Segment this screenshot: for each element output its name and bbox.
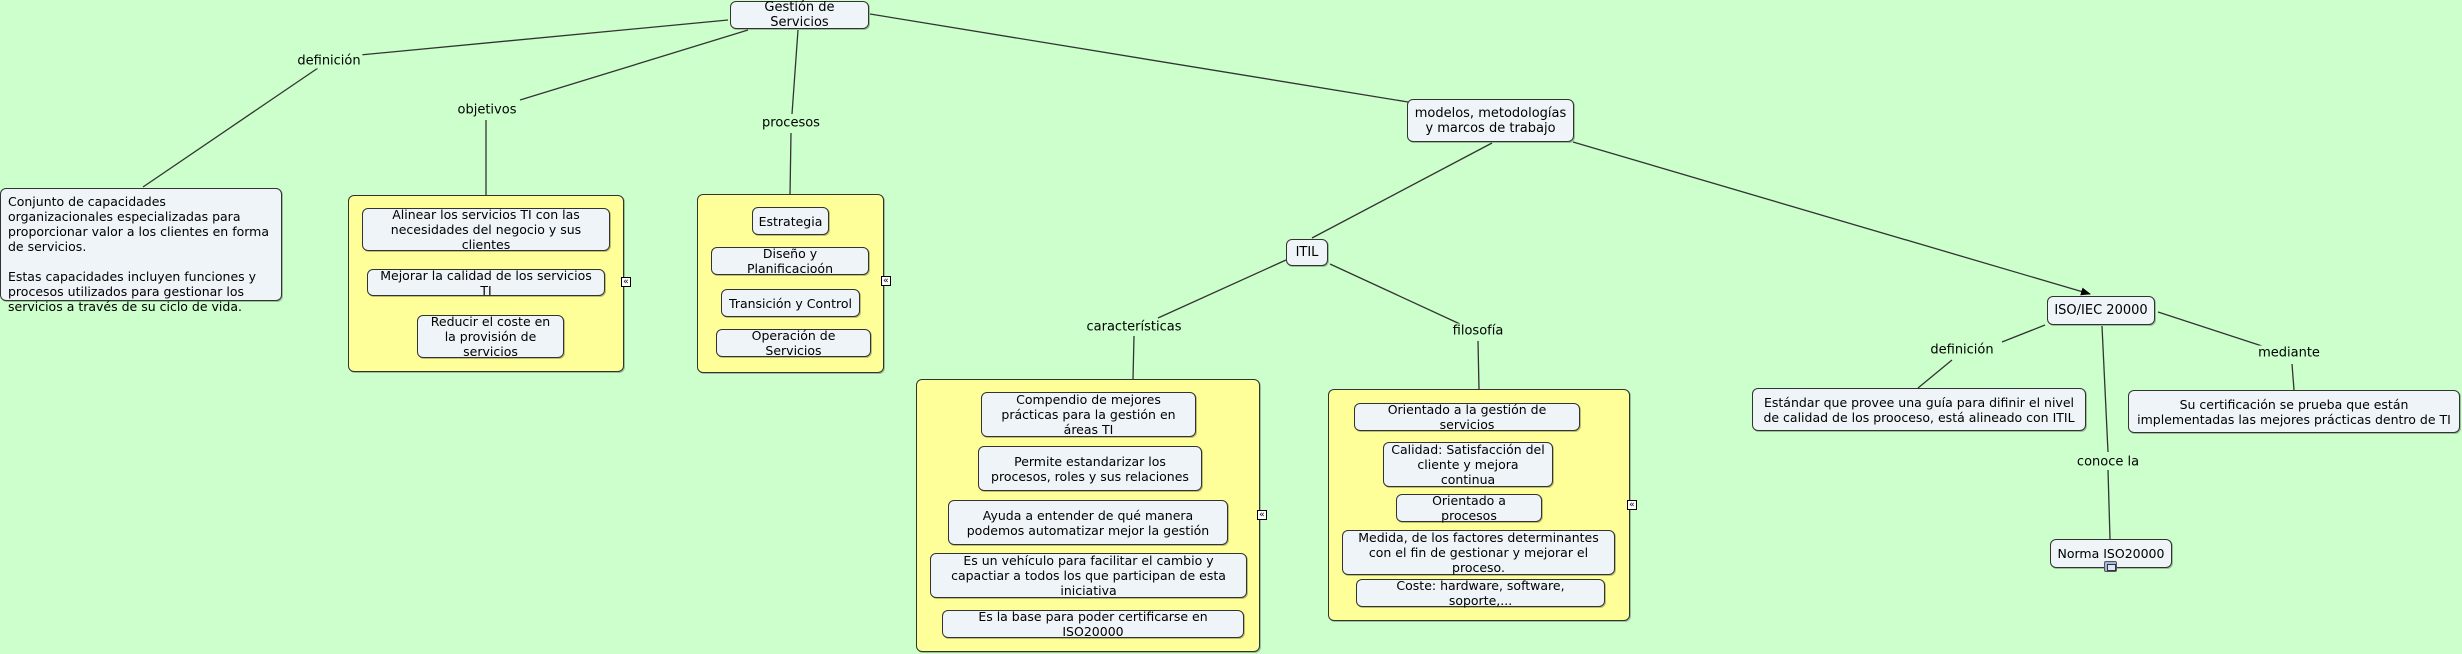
link-root-definicion — [359, 19, 729, 56]
itil-node[interactable]: ITIL — [1286, 239, 1328, 266]
label-procesos: procesos — [760, 115, 822, 131]
link-mediante-isotext — [2291, 363, 2295, 391]
proceso-node[interactable]: Estrategia — [752, 207, 829, 235]
proceso-node[interactable]: Transición y Control — [721, 289, 860, 317]
collapse-icon[interactable]: « — [1627, 500, 1637, 510]
label-mediante: mediante — [2256, 345, 2322, 361]
link-definicion-isotext — [1917, 359, 1953, 389]
definicion-text-node[interactable]: Conjunto de capacidades organizacionales… — [0, 188, 282, 314]
link-root-modelos — [869, 13, 1409, 103]
link-filosofia-group — [1477, 340, 1480, 390]
link-root-procesos — [791, 29, 799, 115]
filosofia-node[interactable]: Medida, de los factores determinantes co… — [1342, 530, 1615, 575]
root-node[interactable]: Gestión de Servicios — [730, 0, 869, 30]
objetivo-node[interactable]: Mejorar la calidad de los servicios TI — [367, 268, 605, 298]
modelos-node[interactable]: modelos, metodologías y marcos de trabaj… — [1407, 99, 1574, 142]
filosofia-node[interactable]: Calidad: Satisfacción del cliente y mejo… — [1383, 442, 1553, 487]
collapse-icon[interactable]: « — [881, 276, 891, 286]
link-definicion-text — [142, 67, 319, 188]
label-iso-definicion: definición — [1928, 342, 1996, 358]
resource-icon[interactable] — [2104, 561, 2117, 572]
caracteristica-node[interactable]: Es la base para poder certificarse en IS… — [942, 609, 1244, 639]
filosofia-node[interactable]: Orientado a procesos — [1396, 493, 1542, 523]
iso-definicion-node[interactable]: Estándar que provee una guía para difini… — [1752, 388, 2086, 431]
caracteristica-node[interactable]: Ayuda a entender de qué manera podemos a… — [948, 500, 1228, 545]
iso-node[interactable]: ISO/IEC 20000 — [2047, 296, 2155, 325]
label-definicion: definición — [295, 53, 363, 69]
link-procesos-group — [789, 132, 792, 196]
label-filosofia: filosofía — [1450, 323, 1506, 339]
iso-mediante-node[interactable]: Su certificación se prueba que están imp… — [2128, 390, 2460, 433]
norma-node[interactable]: Norma ISO20000 — [2050, 539, 2172, 568]
filosofia-node[interactable]: Orientado a la gestión de servicios — [1354, 402, 1580, 432]
proceso-node[interactable]: Diseño y Planificacioón — [711, 246, 869, 276]
collapse-icon[interactable]: « — [1257, 510, 1267, 520]
label-caracteristicas: características — [1084, 319, 1184, 335]
link-modelos-iso — [1572, 141, 2091, 296]
link-iso-definicion — [2001, 324, 2046, 343]
caracteristica-node[interactable]: Permite estandarizar los procesos, roles… — [978, 446, 1202, 491]
label-conoce-la: conoce la — [2074, 454, 2142, 470]
link-iso-mediante — [2157, 311, 2263, 347]
link-iso-conocela — [2101, 325, 2109, 453]
collapse-icon[interactable]: « — [621, 277, 631, 287]
link-conocela-norma — [2107, 469, 2111, 540]
link-itil-filosofia — [1329, 263, 1461, 325]
link-itil-caracteristicas — [1157, 259, 1287, 319]
caracteristica-node[interactable]: Es un vehículo para facilitar el cambio … — [930, 553, 1247, 598]
objetivo-node[interactable]: Alinear los servicios TI con las necesid… — [362, 207, 610, 252]
proceso-node[interactable]: Operación de Servicios — [716, 328, 871, 358]
objetivo-node[interactable]: Reducir el coste en la provisión de serv… — [417, 314, 564, 359]
label-objetivos: objetivos — [455, 102, 519, 118]
link-root-objetivos — [519, 29, 749, 101]
link-modelos-itil — [1311, 142, 1493, 239]
filosofia-node[interactable]: Coste: hardware, software, soporte,... — [1356, 578, 1605, 608]
link-caracteristicas-group — [1132, 335, 1135, 380]
caracteristica-node[interactable]: Compendio de mejores prácticas para la g… — [981, 392, 1196, 437]
